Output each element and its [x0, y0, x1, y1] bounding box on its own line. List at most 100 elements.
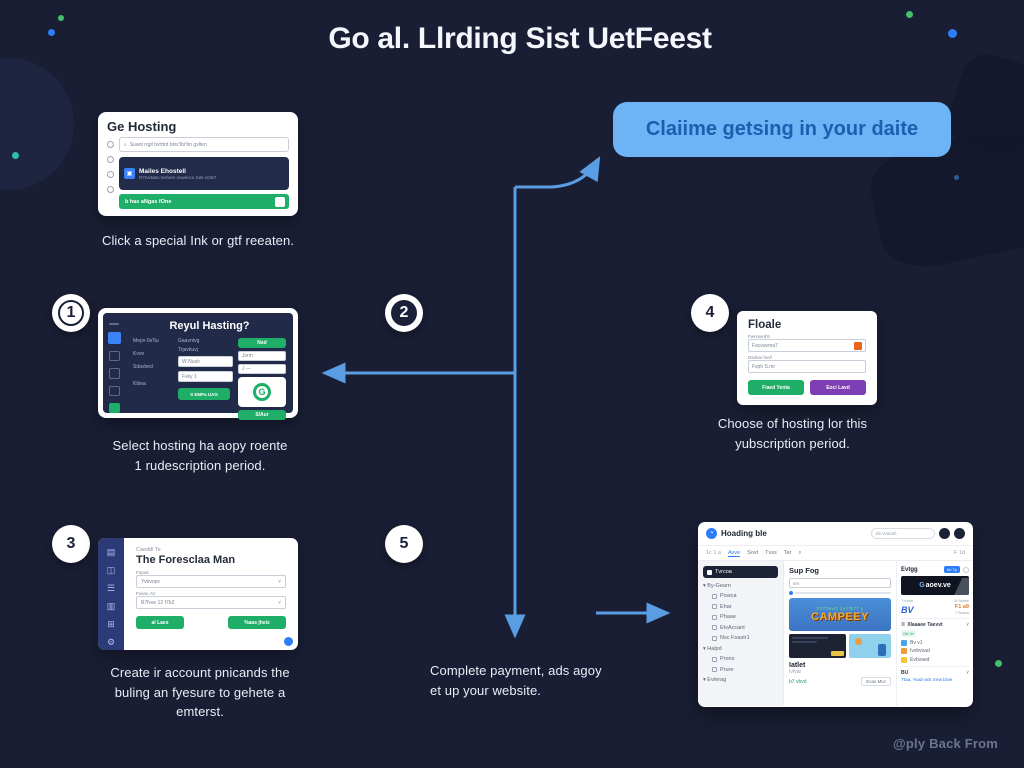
step-number-badge-2: 2	[385, 294, 423, 332]
intro-icon-column	[107, 137, 114, 209]
step3-field1-select[interactable]: Yvbvopv ˅	[136, 575, 286, 588]
main-input[interactable]: vrv	[789, 578, 891, 588]
sidebar-item[interactable]: Powca	[703, 593, 778, 599]
circle-icon	[107, 186, 114, 193]
sidebar-group[interactable]: ▾ Halpd	[703, 645, 722, 652]
step4-caption: Choose of hosting lor this yubscription …	[717, 416, 868, 451]
service-item[interactable]: Bv v1	[901, 639, 969, 646]
chevron-down-icon[interactable]: ˅	[966, 622, 969, 628]
circle-icon	[107, 156, 114, 163]
callout-text: Claiime getsing in your daite	[645, 118, 919, 140]
sidebar-item[interactable]: Prure	[703, 667, 778, 673]
caret-down-icon: ▾	[703, 582, 706, 589]
intro-card: Ge Hosting ⌕ Suant rrgit bvrttrd bnic'lb…	[98, 112, 298, 216]
right-heading: Evtgg	[901, 566, 918, 573]
sidebar-item[interactable]: Nsc Foastr1	[703, 635, 778, 641]
step3-sidebar: ▤ ◫ ☰ ▥ ⊞ ⚙ ◳	[98, 538, 124, 650]
badge-icon: ▣	[124, 168, 135, 179]
service-item[interactable]: Ivvbvvad	[901, 648, 969, 654]
step-number-badge-1: 1	[52, 294, 90, 332]
sidebar-item-active[interactable]: Tvrcoa	[703, 566, 778, 578]
sidebar-item[interactable]: EtvAccant	[703, 625, 778, 631]
figure-icon	[878, 644, 886, 656]
step4-field1-input[interactable]: Facvavma7	[748, 339, 866, 352]
step4-confirm-button[interactable]: Fiaed Yenta	[748, 380, 804, 395]
section-chip: Gb' fe	[901, 630, 916, 637]
button-box-icon	[275, 196, 285, 207]
promo-card-dark[interactable]	[789, 634, 846, 658]
step1-right-button-bottom[interactable]: S/Aur	[238, 410, 286, 420]
payment-logo-tile: G	[238, 377, 286, 407]
price-chip	[830, 651, 844, 656]
decor-dot-blue-3	[954, 175, 959, 180]
table-icon: ▥	[106, 601, 116, 611]
step1-panel: Reyul Hasting? Mepv-0s'6u Kvov Sdavbed K…	[103, 313, 293, 420]
sidebar-item[interactable]: Phaae	[703, 614, 778, 620]
chat-icon	[108, 402, 120, 414]
step3-next-button[interactable]: %aas jheis	[228, 616, 286, 629]
step3-title: The Foresclaa Man	[136, 554, 236, 566]
search-icon: ⌕	[124, 141, 127, 148]
campaign-banner[interactable]: 2Y7YavG LvY'E77 y CAMPEEY	[789, 598, 891, 631]
sidebar-group[interactable]: ▾ By-Gearn	[703, 582, 731, 589]
step1-submit-button[interactable]: S EMPa UAG	[178, 388, 230, 400]
step3-field2-select[interactable]: B7fvav 12 f7b2 ˅	[136, 596, 286, 609]
sidebar-group[interactable]: ▾ Evterag	[703, 677, 727, 683]
step1-caption: Select hosting ha aopy roente 1 rudescri…	[112, 438, 288, 473]
notifications-icon[interactable]	[939, 528, 950, 539]
gear-icon: ⚙	[106, 637, 116, 647]
tab-home[interactable]: Avve	[727, 549, 741, 557]
stat1-value: BV	[901, 604, 914, 615]
service-icon-yellow	[901, 656, 907, 663]
apps-icon: ⊞	[107, 619, 115, 629]
step3-back-button[interactable]: al Laes	[136, 616, 184, 629]
item-icon	[712, 604, 717, 609]
item-icon	[712, 656, 717, 662]
browser-subnav: 1c 1 a Avve Sovt Tvss Tar ⌕ F 1d	[698, 546, 973, 561]
footer-link[interactable]: 7taa, %ad-ack trew.b/ae	[901, 677, 953, 683]
step1-input-2[interactable]: Fvky 1	[178, 371, 233, 382]
intro-cta-button[interactable]: b has aNgas fOne	[119, 194, 289, 209]
page-title: Go al. Llrding Sist UetFeest	[328, 22, 712, 55]
stat2-value: F1 a9	[954, 604, 969, 610]
decor-dot-green-2	[906, 11, 913, 18]
step1-right-input-2[interactable]: J —	[238, 364, 286, 374]
step4-secondary-button[interactable]: Eoci Lavd	[810, 380, 866, 395]
outlet-link[interactable]: b7 vbvd	[789, 678, 807, 685]
step1-label: Sdavbed	[133, 364, 153, 370]
hosting-logo-icon: ◔	[706, 528, 717, 539]
item-icon	[712, 625, 717, 630]
step1-icon-strip	[103, 313, 125, 414]
step4-field1-label: Fwrvsvrd'6	[748, 334, 770, 339]
search-icon[interactable]: ⌕	[798, 549, 802, 556]
intro-search-input[interactable]: ⌕ Suant rrgit bvrttrd bnic'lbr'bn gvlten	[119, 137, 289, 152]
step3-eyebrow: Caeddl Te	[136, 547, 161, 553]
avatar[interactable]	[954, 528, 965, 539]
browser-logo-text: Hoading ble	[721, 529, 767, 538]
chevron-down-icon[interactable]: ˅	[966, 669, 969, 676]
stat1-label: T/vade	[901, 598, 914, 603]
outlet-button[interactable]: Evas MUr	[861, 677, 891, 686]
step4-field2-input[interactable]: Fvph S.mr	[748, 360, 866, 373]
banner-small-text: 2Y7YavG LvY'E77 y	[816, 606, 864, 611]
tab-more[interactable]: Tar	[783, 550, 792, 556]
help-bubble-icon[interactable]	[284, 637, 293, 646]
step1-right-button-top[interactable]: Nsd	[238, 338, 286, 348]
tab-tools[interactable]: Tvss	[765, 550, 777, 556]
sidebar-item[interactable]: Prons	[703, 656, 778, 662]
ad-banner[interactable]: G aoev.ve	[901, 576, 969, 595]
step1-label: Trjavkuvj	[178, 347, 198, 353]
step1-input-1[interactable]: W Nush	[178, 356, 233, 367]
tab-store[interactable]: Sovt	[747, 550, 759, 556]
decor-dot-green-1	[58, 15, 64, 21]
refresh-icon[interactable]	[963, 566, 969, 573]
intro-banner: ▣ Mailes Ehostell R7tuvta6o tvshers onwe…	[119, 157, 289, 190]
circle-icon	[107, 141, 114, 148]
sidebar-item[interactable]: Ehar	[703, 604, 778, 610]
promo-card-illustration[interactable]	[848, 634, 891, 658]
step5-caption: Complete payment, ads agoy et up your we…	[430, 663, 602, 698]
browser-search-input[interactable]: bb vvavab	[871, 528, 935, 539]
service-item[interactable]: Evbvaed	[901, 656, 969, 663]
step1-label: Gaavntvg	[178, 338, 200, 344]
step1-right-input-1[interactable]: Jvrm	[238, 351, 286, 361]
